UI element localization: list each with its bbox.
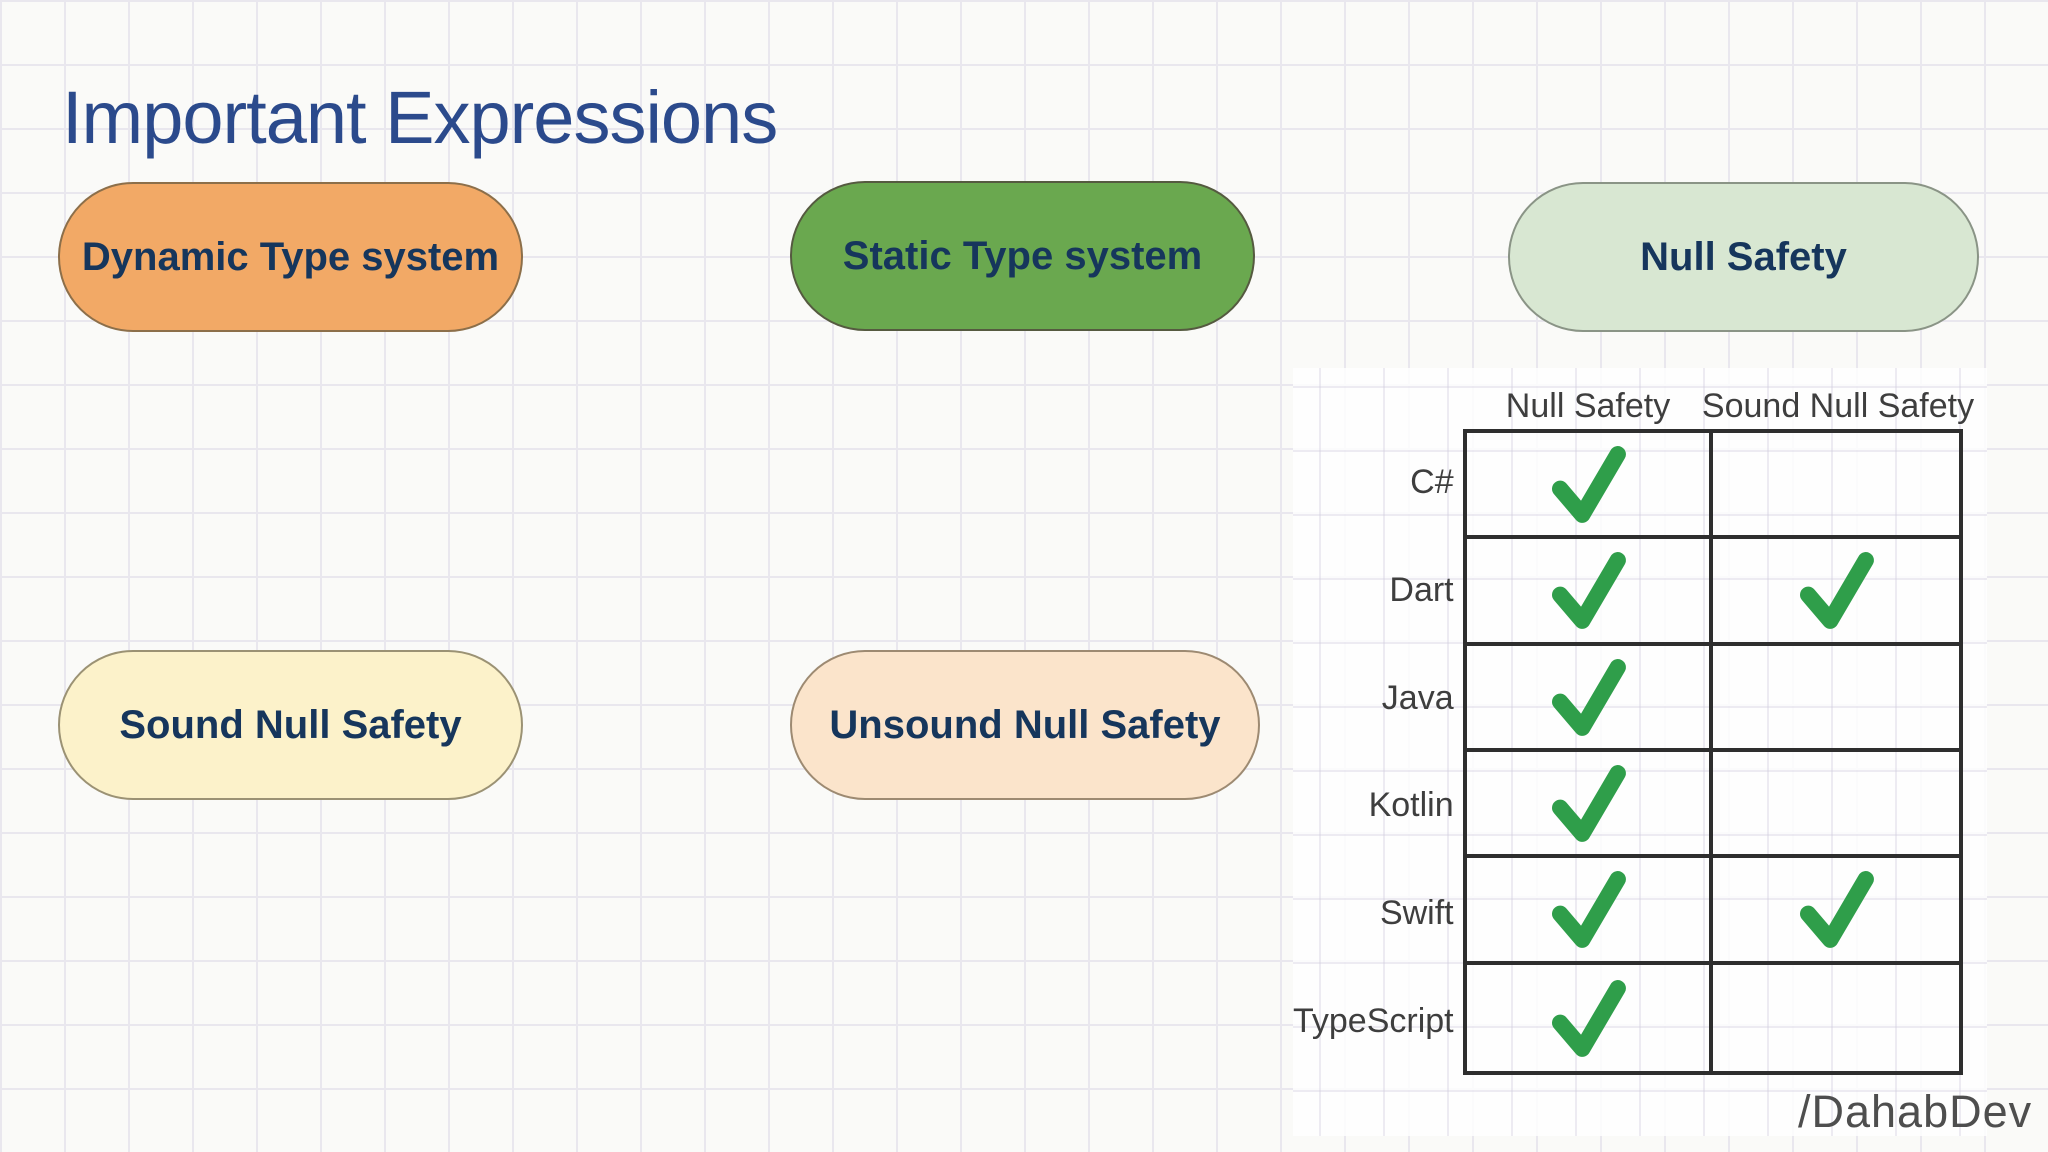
checkmark-icon [1552,552,1626,630]
page-title: Important Expressions [62,75,778,159]
pill-null-safety: Null Safety [1508,182,1979,332]
check-cell [1467,645,1713,752]
pill-unsound-null-safety: Unsound Null Safety [790,650,1260,800]
row-label-kotlin: Kotlin [1368,786,1454,825]
check-cell [1713,433,1959,540]
pill-sound-null-safety: Sound Null Safety [58,650,523,800]
pill-label: Null Safety [1640,234,1847,279]
watermark: /DahabDev [1798,1086,2033,1137]
pill-dynamic-type-system: Dynamic Type system [58,182,523,332]
check-cell [1467,539,1713,646]
pill-static-type-system: Static Type system [790,181,1255,331]
checkmark-icon [1552,765,1626,843]
column-header-sound-null-safety: Sound Null Safety [1701,386,1975,425]
row-label-swift: Swift [1379,893,1454,932]
checkmark-icon [1552,446,1626,524]
comparison-grid [1463,429,1963,1075]
checkmark-icon [1552,871,1626,949]
check-cell [1467,964,1713,1071]
pill-label: Sound Null Safety [119,702,462,747]
check-cell [1713,539,1959,646]
check-cell [1713,646,1959,752]
checkmark-icon [1552,979,1626,1057]
checkmark-icon [1552,658,1626,736]
checkmark-icon [1800,552,1874,630]
check-cell [1713,752,1959,859]
column-header-null-safety: Null Safety [1505,386,1671,425]
check-cell [1467,752,1713,859]
checkmark-icon [1800,871,1874,949]
row-label-typescript: TypeScript [1293,1001,1454,1040]
pill-label: Dynamic Type system [81,234,500,279]
check-cell [1713,858,1959,965]
row-label-dart: Dart [1389,570,1454,609]
check-cell [1713,965,1959,1071]
check-cell [1467,858,1713,965]
check-cell [1467,433,1713,540]
pill-label: Unsound Null Safety [829,702,1221,747]
row-label-java: Java [1381,678,1454,717]
pill-label: Static Type system [842,233,1203,278]
row-label-c: C# [1410,463,1454,502]
